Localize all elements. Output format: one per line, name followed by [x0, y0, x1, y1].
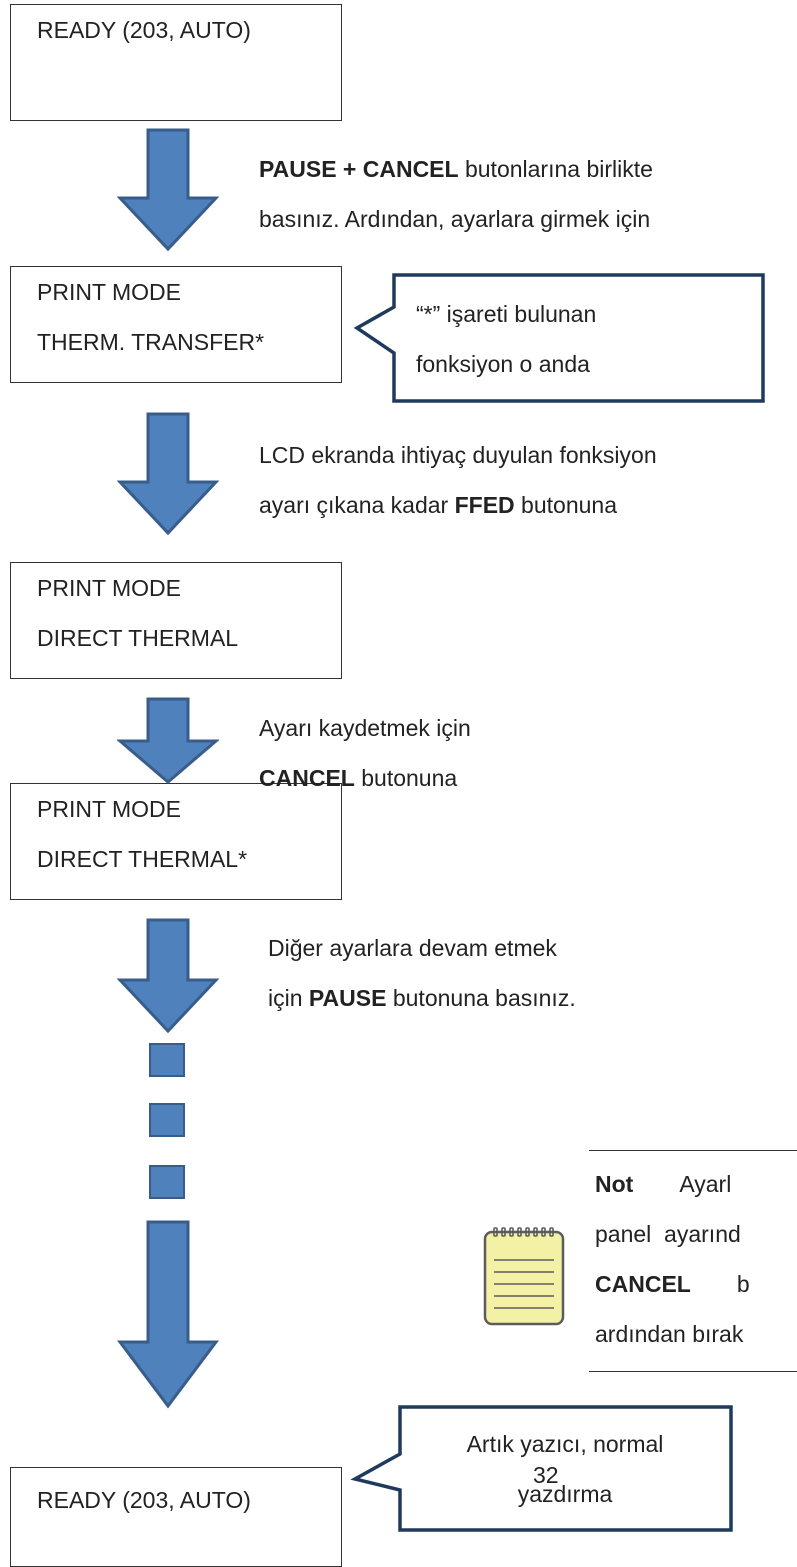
key-label: PAUSE + CANCEL: [259, 156, 459, 182]
key-label: CANCEL: [259, 765, 355, 791]
step-text: ayarı çıkana kadar: [259, 492, 455, 518]
note-line: ardından bırak: [595, 1321, 744, 1347]
step-text: Ayarı kaydetmek için: [259, 715, 471, 741]
step-text: butonlarına birlikte: [458, 156, 653, 182]
down-arrow-icon: [117, 128, 219, 252]
step-instruction-1: PAUSE + CANCEL butonlarına birlikte bası…: [259, 144, 653, 244]
step-text: butonuna: [354, 765, 458, 791]
step-text: basınız. Ardından, ayarlara girmek için: [259, 206, 651, 232]
callout-line: “*” işareti bulunan: [416, 301, 597, 327]
note-text: Not Ayarl panel ayarınd CANCEL b ardından …: [595, 1159, 750, 1359]
notepad-icon: [483, 1227, 565, 1326]
down-arrow-icon: [117, 1220, 219, 1409]
continuation-dot: [149, 1043, 185, 1077]
lcd-box-ready-final: READY (203, AUTO): [10, 1467, 342, 1567]
note-line: panel ayarınd: [595, 1221, 741, 1247]
note-key-label: CANCEL: [595, 1271, 691, 1297]
lcd-line-1: READY (203, AUTO): [37, 17, 251, 43]
step-text: LCD ekranda ihtiyaç duyulan fonksiyon: [259, 442, 657, 468]
step-text: butonuna basınız.: [386, 985, 576, 1011]
callout-line: Artık yazıcı, normal: [466, 1431, 664, 1457]
lcd-box-ready: READY (203, AUTO): [10, 4, 342, 121]
note-line: Ayarl: [679, 1171, 732, 1197]
note-bottom-rule: [589, 1371, 797, 1372]
lcd-box-print-mode-direct-selected: PRINT MODE DIRECT THERMAL*: [10, 783, 342, 900]
note-top-rule: [589, 1150, 797, 1151]
down-arrow-icon: [117, 918, 219, 1034]
callout-text-1: “*” işareti bulunan fonksiyon o anda: [416, 289, 596, 389]
page-number: 32: [533, 1462, 559, 1488]
lcd-line-2: DIRECT THERMAL*: [37, 846, 248, 872]
lcd-line-1: PRINT MODE: [37, 575, 181, 601]
lcd-line-2: THERM. TRANSFER*: [37, 329, 265, 355]
step-text: Diğer ayarlara devam etmek: [268, 935, 557, 961]
lcd-box-print-mode-direct: PRINT MODE DIRECT THERMAL: [10, 562, 342, 679]
speech-callout: [353, 273, 765, 403]
lcd-line-1: PRINT MODE: [37, 796, 181, 822]
key-label: PAUSE: [308, 985, 387, 1011]
callout-line: yazdırma: [517, 1481, 613, 1507]
step-instruction-3: Ayarı kaydetmek için CANCEL butonuna: [259, 703, 471, 803]
continuation-dot: [149, 1165, 185, 1199]
continuation-dot: [149, 1103, 185, 1137]
step-instruction-4: Diğer ayarlara devam etmek için PAUSE bu…: [268, 923, 576, 1023]
lcd-box-print-mode-therm: PRINT MODE THERM. TRANSFER*: [10, 266, 342, 383]
lcd-line-1: PRINT MODE: [37, 279, 181, 305]
callout-line: fonksiyon o anda: [416, 351, 590, 377]
speech-callout: [350, 1405, 733, 1532]
lcd-line-1: READY (203, AUTO): [37, 1487, 251, 1513]
key-label: FFED: [454, 492, 515, 518]
down-arrow-icon: [117, 697, 219, 784]
step-text: için: [268, 985, 309, 1011]
step-instruction-2: LCD ekranda ihtiyaç duyulan fonksiyon ay…: [259, 430, 657, 530]
down-arrow-icon: [117, 412, 219, 536]
lcd-line-2: DIRECT THERMAL: [37, 625, 239, 651]
note-line: b: [736, 1271, 750, 1297]
step-text: butonuna: [514, 492, 617, 518]
callout-text-2: Artık yazıcı, normal yazdırma: [400, 1419, 730, 1519]
note-heading: Not: [595, 1171, 634, 1197]
